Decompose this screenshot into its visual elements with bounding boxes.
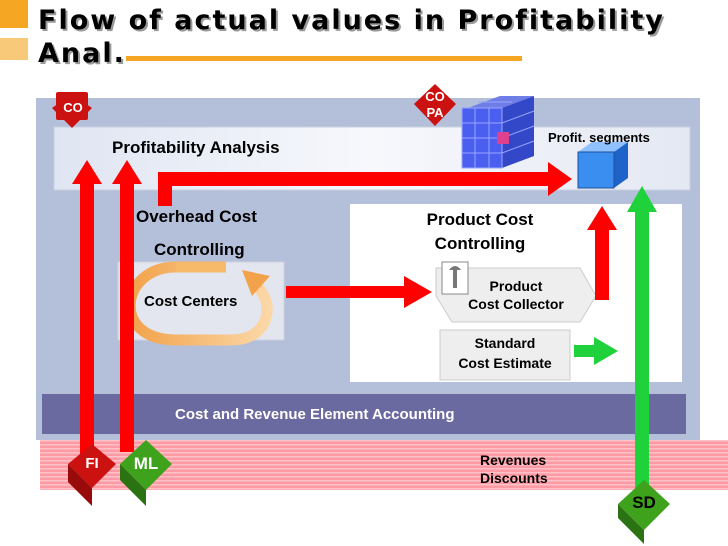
fi-arrow-head	[72, 160, 102, 184]
cost-center-to-collector-head	[404, 276, 432, 308]
standard-cost-estimate-label-line1: Standard	[474, 335, 536, 351]
ml-arrow-shaft	[120, 182, 134, 452]
cost-revenue-bar-label: Cost and Revenue Element Accounting	[175, 406, 455, 423]
fi-badge	[68, 444, 116, 506]
copa-cube-icon	[461, 96, 535, 169]
co-badge	[52, 92, 92, 128]
product-cost-collector-box	[435, 267, 597, 323]
product-cost-collector-label-line1: Product	[489, 278, 543, 294]
profitability-analysis-label: Profitability Analysis	[112, 138, 280, 157]
cost-revenue-bar	[42, 394, 686, 434]
profit-segment-cube-icon	[577, 142, 628, 189]
cost-center-to-collector-shaft	[286, 286, 406, 298]
title-underline	[126, 56, 522, 61]
product-cost-label-line1: Product Cost	[426, 210, 534, 229]
product-cost-collector-label-line2: Cost Collector	[468, 296, 564, 312]
page-title: Flow of actual values in Profitability A…	[38, 5, 665, 69]
sd-arrow-head	[627, 186, 657, 212]
collector-to-segments-head	[587, 206, 617, 230]
overhead-to-segments-head	[548, 162, 572, 196]
fi-badge-label: FI	[85, 455, 99, 472]
product-cost-label-line2: Controlling	[434, 234, 526, 253]
standard-estimate-arrow-shaft	[574, 345, 596, 357]
cost-collector-icon	[441, 261, 469, 295]
sd-arrow-shaft	[635, 210, 649, 496]
profit-segments-label: Profit. segments	[548, 130, 650, 145]
cost-centers-label: Cost Centers	[144, 293, 238, 310]
copa-badge	[414, 84, 456, 126]
copa-badge-label-line2: PA	[426, 105, 444, 120]
fi-arrow-shaft	[80, 182, 94, 462]
revenues-label-line1: Revenues	[480, 452, 547, 468]
ml-badge	[120, 440, 172, 506]
ml-arrow-head	[112, 160, 142, 184]
sd-badge-label: SD	[632, 493, 656, 512]
corner-square-top	[0, 0, 28, 28]
copa-badge-label-line1: CO	[425, 89, 445, 104]
standard-cost-estimate-label-line2: Cost Estimate	[458, 355, 552, 371]
overhead-cost-label-line1: Overhead Cost	[136, 207, 257, 226]
standard-estimate-arrow-head	[594, 337, 618, 365]
overhead-cost-label-line2: Controlling	[154, 240, 245, 259]
co-badge-label: CO	[63, 100, 83, 115]
cost-center-cycle-icon	[124, 261, 273, 346]
corner-square-bottom	[0, 38, 28, 60]
sd-badge	[618, 480, 670, 544]
standard-cost-estimate-box	[439, 329, 571, 381]
revenues-label-line2: Discounts	[480, 470, 548, 486]
overhead-to-segments-shaft	[158, 172, 550, 186]
collector-to-segments-shaft	[595, 228, 609, 300]
ml-badge-label: ML	[133, 454, 159, 473]
